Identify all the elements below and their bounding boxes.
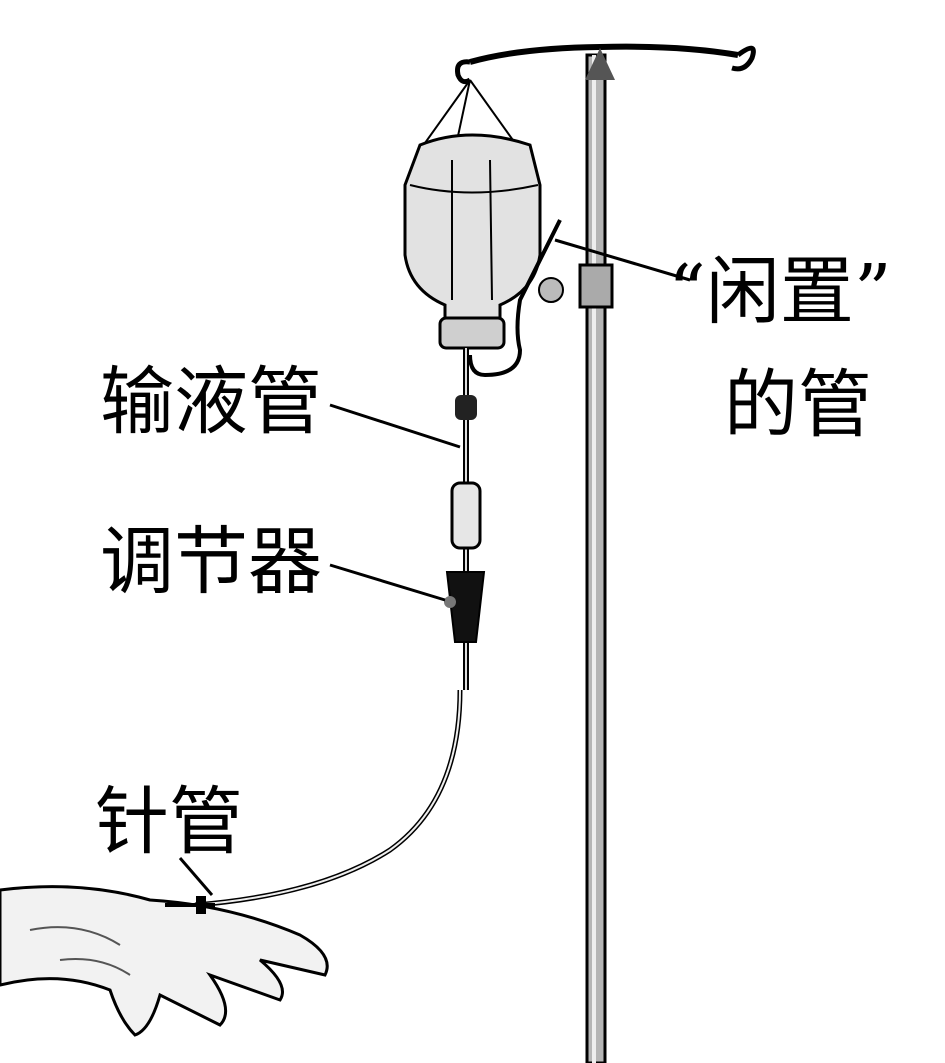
leader-lines	[178, 238, 691, 896]
label-idle-tube-line1: “闲置”	[668, 249, 892, 335]
hand	[0, 885, 329, 1037]
needle	[165, 896, 215, 914]
infusion-bottle	[403, 133, 542, 350]
iv-pole	[455, 43, 756, 1063]
label-needle: 针管	[95, 779, 243, 865]
label-idle-tube-line2: 的管	[724, 362, 872, 448]
idle-tube	[468, 219, 562, 378]
label-regulator: 调节器	[100, 519, 322, 605]
flow-regulator	[444, 571, 486, 643]
label-infusion-tube: 输液管	[100, 359, 322, 445]
